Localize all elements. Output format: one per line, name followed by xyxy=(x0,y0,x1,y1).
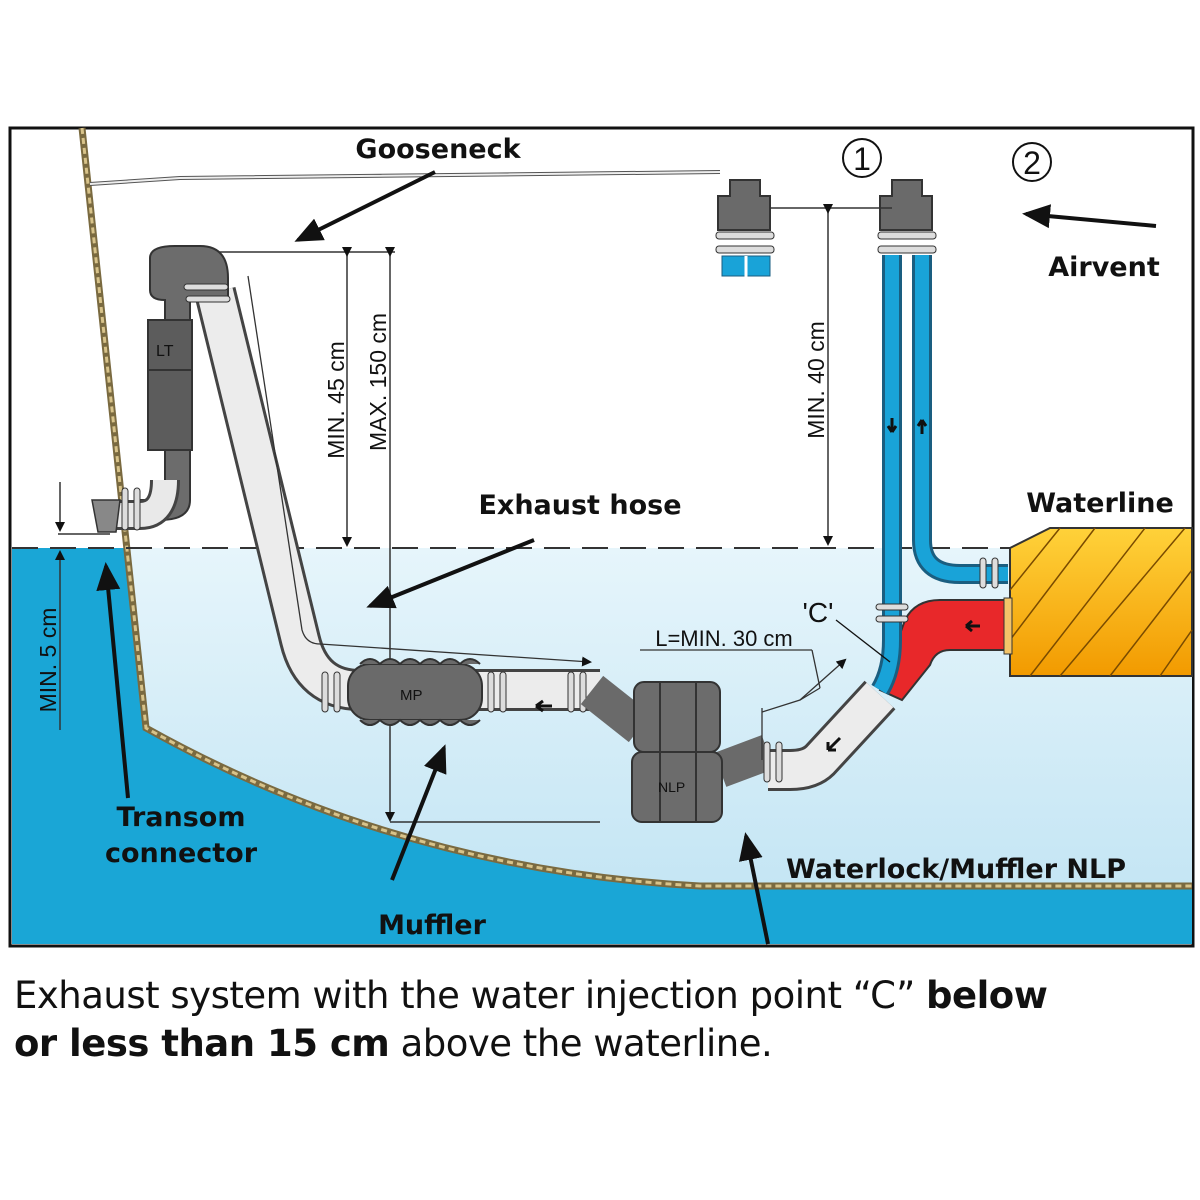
lt-label: LT xyxy=(156,343,174,360)
exhaust-hose-label: Exhaust hose xyxy=(478,490,681,521)
sea-water xyxy=(12,548,1192,944)
exhaust-system-diagram: LT MP NLP xyxy=(8,126,1195,948)
waterline-label: Waterline xyxy=(1026,488,1174,519)
nlp-label: NLP xyxy=(658,779,685,795)
transom-label-line2: connector xyxy=(105,838,258,869)
min-30-label: L=MIN. 30 cm xyxy=(655,626,793,651)
caption-part2: above the waterline. xyxy=(389,1022,773,1065)
transom-arrow xyxy=(96,562,130,799)
muffler-label: Muffler xyxy=(378,910,487,941)
marker-2-circle xyxy=(1012,142,1052,182)
exhaust-hose-arrow xyxy=(366,538,535,609)
caption-part1: Exhaust system with the water injection … xyxy=(14,974,927,1017)
marker-1: 1 xyxy=(853,141,871,177)
min-45-label: MIN. 45 cm xyxy=(323,341,349,459)
gooseneck-label: Gooseneck xyxy=(355,134,521,165)
marker-1-circle xyxy=(842,138,882,178)
caption-bold1: below xyxy=(926,974,1048,1017)
nlp-waterlock-component: NLP xyxy=(580,675,775,823)
gooseneck-arrow xyxy=(294,170,436,242)
airvent-position-2 xyxy=(715,179,775,278)
transom-label-line1: Transom xyxy=(117,802,246,833)
airvent-arrow xyxy=(1022,204,1157,229)
injection-point-label: 'C' xyxy=(803,597,834,628)
airvent-position-1 xyxy=(877,179,937,254)
engine-block xyxy=(1003,527,1193,677)
lt-gooseneck-component: LT xyxy=(91,245,231,533)
marker-2: 2 xyxy=(1023,145,1041,181)
muffler-mp-component: MP xyxy=(321,658,587,726)
figure-caption: Exhaust system with the water injection … xyxy=(14,972,1194,1068)
waterlock-arrow xyxy=(739,832,770,945)
waterlock-label: Waterlock/Muffler NLP xyxy=(786,854,1126,885)
airvent-label: Airvent xyxy=(1048,252,1160,283)
max-150-label: MAX. 150 cm xyxy=(365,313,391,451)
min-5-label: MIN. 5 cm xyxy=(35,608,61,713)
min-40-label: MIN. 40 cm xyxy=(803,321,829,439)
mp-label: MP xyxy=(400,687,423,704)
muffler-arrow xyxy=(390,744,447,881)
caption-bold2: or less than 15 cm xyxy=(14,1022,390,1065)
